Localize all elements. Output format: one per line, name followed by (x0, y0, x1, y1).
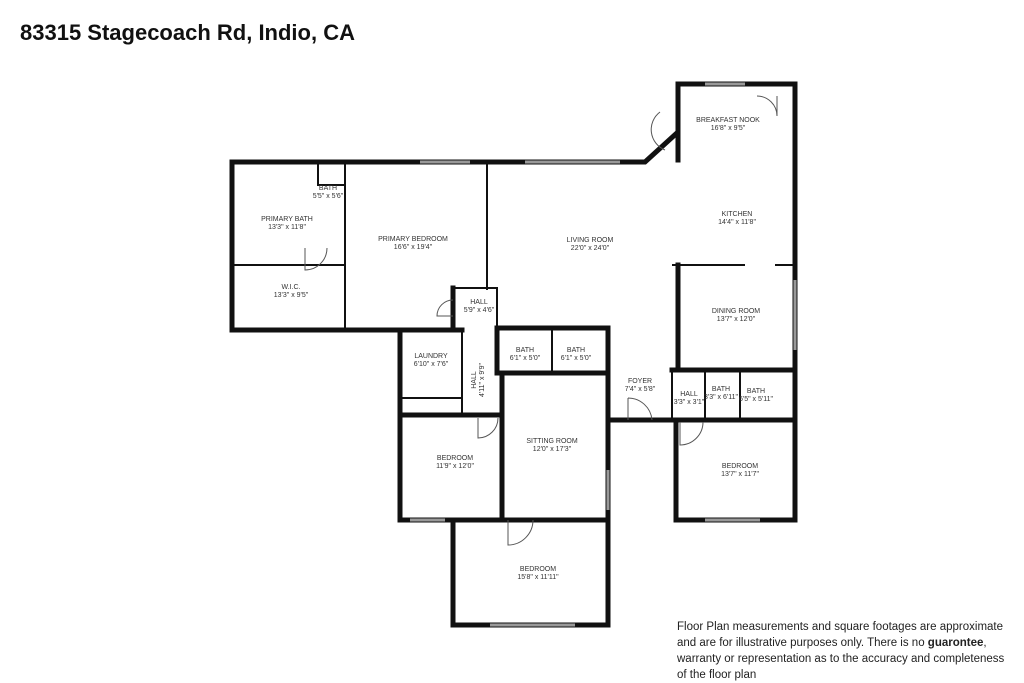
room-name: DINING ROOM (712, 308, 760, 315)
room-name: BREAKFAST NOOK (696, 117, 760, 124)
room-size: 5'9" x 4'6" (464, 307, 495, 314)
room-size: 6'1" x 5'0" (510, 355, 541, 362)
room-name: BATH (516, 347, 534, 354)
room-size: 13'3" x 9'5" (274, 292, 309, 299)
room-size: 13'3" x 11'8" (268, 224, 306, 231)
room-labels: BREAKFAST NOOK 16'8" x 9'5" KITCHEN 14'4… (261, 117, 773, 581)
room-size: 12'0" x 17'3" (533, 446, 572, 453)
room-size: 16'8" x 9'5" (711, 125, 746, 132)
room-size: 5'5" x 5'6" (313, 193, 344, 200)
interior-walls (232, 129, 798, 523)
room-size: 4'11" x 9'9" (479, 362, 486, 396)
room-name: BATH (319, 185, 337, 192)
doors (304, 95, 778, 546)
room-size: 6'5" x 5'11" (739, 396, 773, 403)
room-size: 11'9" x 12'0" (436, 463, 474, 470)
disclaimer-emphasis: guarontee (927, 637, 984, 649)
room-name: HALL (470, 299, 488, 306)
room-size: 6'10" x 7'6" (414, 361, 449, 368)
room-size: 7'4" x 5'8" (625, 386, 656, 393)
room-name: HALL (680, 391, 698, 398)
room-name: LAUNDRY (414, 353, 448, 360)
room-size: 3'3" x 3'1" (674, 399, 705, 406)
room-name: BEDROOM (722, 463, 758, 470)
disclaimer: Floor Plan measurements and square foota… (677, 619, 1017, 683)
room-name: BEDROOM (437, 455, 473, 462)
room-size: 22'0" x 24'0" (571, 245, 610, 252)
room-size: 6'1" x 5'0" (561, 355, 592, 362)
room-name: HALL (471, 371, 478, 389)
room-name: LIVING ROOM (567, 237, 614, 244)
room-size: 15'8" x 11'11" (517, 574, 559, 581)
page-title: 83315 Stagecoach Rd, Indio, CA (20, 20, 355, 45)
room-size: 14'4" x 11'8" (718, 219, 756, 226)
room-name: BATH (712, 386, 730, 393)
room-name: BEDROOM (520, 566, 556, 573)
room-name: KITCHEN (722, 211, 753, 218)
room-size: 13'7" x 12'0" (717, 316, 756, 323)
disclaimer-text: Floor Plan measurements and square foota… (677, 621, 1004, 649)
room-name: PRIMARY BATH (261, 216, 313, 223)
room-name: FOYER (628, 378, 652, 385)
room-size: 13'7" x 11'7" (721, 471, 759, 478)
windows (410, 82, 797, 627)
room-name: BATH (747, 388, 765, 395)
room-name: SITTING ROOM (526, 438, 578, 445)
room-name: BATH (567, 347, 585, 354)
room-size: 3'3" x 6'11" (704, 394, 738, 401)
disclaimer-text: , warranty or representation as to the a… (677, 637, 1005, 681)
room-name: W.I.C. (281, 284, 300, 291)
room-size: 16'6" x 19'4" (394, 244, 433, 251)
room-name: PRIMARY BEDROOM (378, 236, 448, 243)
